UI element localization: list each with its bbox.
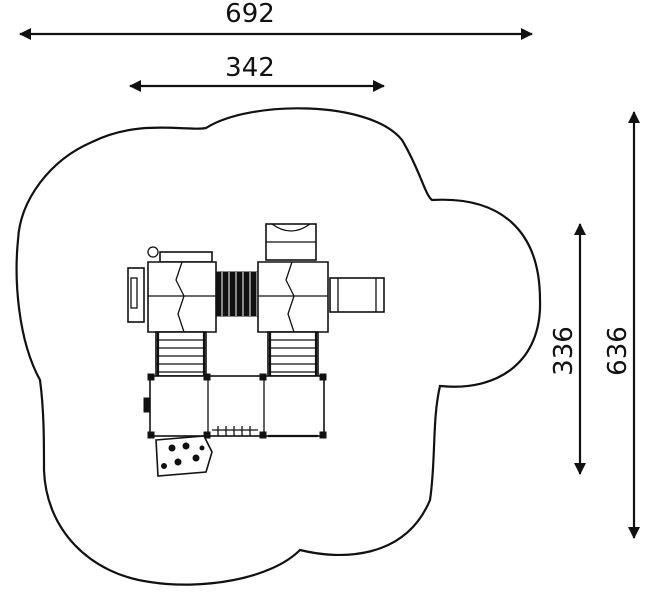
total-width-label: 692 [225, 0, 275, 29]
lower-deck [143, 373, 327, 439]
climbing-wall [155, 435, 213, 477]
equipment-depth-dimension: 336 [549, 223, 586, 475]
equipment-width-label: 342 [225, 53, 275, 83]
total-width-dimension: 692 [19, 0, 533, 40]
safety-zone-outline [15, 107, 542, 586]
total-depth-label: 636 [603, 326, 633, 376]
right-tower [257, 223, 385, 377]
crawl-tunnel [215, 271, 261, 317]
left-tower [127, 246, 217, 377]
equipment-width-dimension: 342 [129, 53, 385, 92]
total-depth-dimension: 636 [603, 111, 640, 539]
equipment-depth-label: 336 [549, 326, 579, 376]
